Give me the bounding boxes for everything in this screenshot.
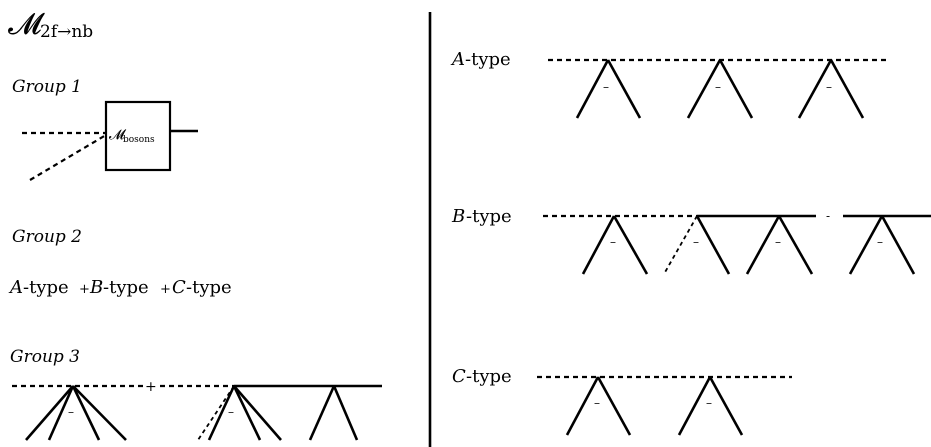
group3-diagram-2: – [160, 384, 382, 441]
c-vertex-2-left [677, 376, 712, 436]
b-type-diagram: – – – – - [543, 209, 931, 275]
g3-solid-leg [72, 385, 127, 441]
sum-plus-2: + [160, 282, 171, 297]
b-bar-2: – [693, 235, 699, 249]
title-symbol: 𝓜 [8, 7, 45, 42]
g3-bar-mark-2: – [228, 405, 234, 419]
b-type-letter: B [451, 206, 465, 227]
a-vertex-3-right [829, 59, 865, 119]
g3-solid-leg [308, 385, 336, 441]
a-type-rest: -type [465, 49, 511, 70]
group2-label: Group 2 [12, 227, 82, 247]
c-type-diagram: – – [537, 375, 792, 436]
types-sum-line: A -type + B -type + C -type [8, 277, 232, 298]
g3-bar-mark-1: – [68, 405, 74, 419]
g3-solid-leg [71, 385, 101, 441]
title-subscript: 2f→nb [40, 22, 93, 42]
c-type-rest: -type [466, 366, 512, 387]
group3-label: Group 3 [10, 347, 80, 367]
b-vertex-3-left [745, 215, 781, 275]
box-label-subscript: bosons [123, 135, 155, 145]
sum-a-rest: -type [23, 277, 69, 298]
a-bar-1: – [603, 80, 609, 94]
sum-plus-1: + [79, 282, 90, 297]
b-vertex-4-left [848, 215, 884, 275]
a-vertex-1-left [575, 59, 610, 119]
g3-solid-leg [47, 385, 75, 441]
b-vertex-3-right [777, 215, 814, 275]
g3-solid-leg [207, 385, 236, 441]
group3-diagram-1: – [12, 384, 144, 441]
sum-b-letter: B [89, 277, 103, 298]
b-vertex-2-right [695, 215, 731, 275]
group1-label: Group 1 [12, 77, 82, 97]
a-vertex-2-left [686, 59, 722, 119]
a-type-letter: A [450, 49, 465, 70]
a-vertex-2-right [718, 59, 754, 119]
g3-solid-leg [332, 385, 359, 441]
c-type-letter: C [452, 366, 466, 387]
b-bar-1: – [610, 235, 616, 249]
b-vertex-2-dashed-leg [663, 215, 698, 275]
sum-a-letter: A [8, 277, 23, 298]
c-vertex-1-right [596, 376, 632, 436]
g3-plus: + [145, 379, 157, 395]
g1-dashed-line-diagonal [29, 134, 107, 181]
g3-dashed-leg [197, 385, 235, 441]
g3-solid-leg [25, 385, 74, 441]
a-type-diagram: – – – [548, 58, 890, 119]
b-bar-3: – [775, 235, 781, 249]
c-vertex-1-left [565, 376, 600, 436]
c-bar-1: – [594, 396, 600, 410]
a-bar-3: – [826, 80, 832, 94]
sum-c-letter: C [172, 277, 186, 298]
b-gap-mark: - [826, 209, 830, 223]
b-type-rest: -type [466, 206, 512, 227]
a-vertex-1-right [606, 59, 642, 119]
sum-b-rest: -type [103, 277, 149, 298]
b-bar-4: – [877, 235, 883, 249]
a-bar-2: – [715, 80, 721, 94]
g3-solid-leg [232, 385, 262, 441]
b-vertex-1-right [612, 215, 649, 275]
group1-diagram: 𝓜 bosons [22, 100, 198, 181]
sum-c-rest: -type [186, 277, 232, 298]
c-bar-2: – [706, 396, 712, 410]
a-vertex-3-left [797, 59, 833, 119]
c-vertex-2-right [708, 376, 744, 436]
bosons-amplitude-box [104, 100, 172, 172]
b-vertex-1-left [581, 215, 616, 275]
g3-solid-leg [233, 385, 282, 441]
b-vertex-4-right [880, 215, 916, 275]
box-label-symbol: 𝓜 [109, 127, 127, 143]
